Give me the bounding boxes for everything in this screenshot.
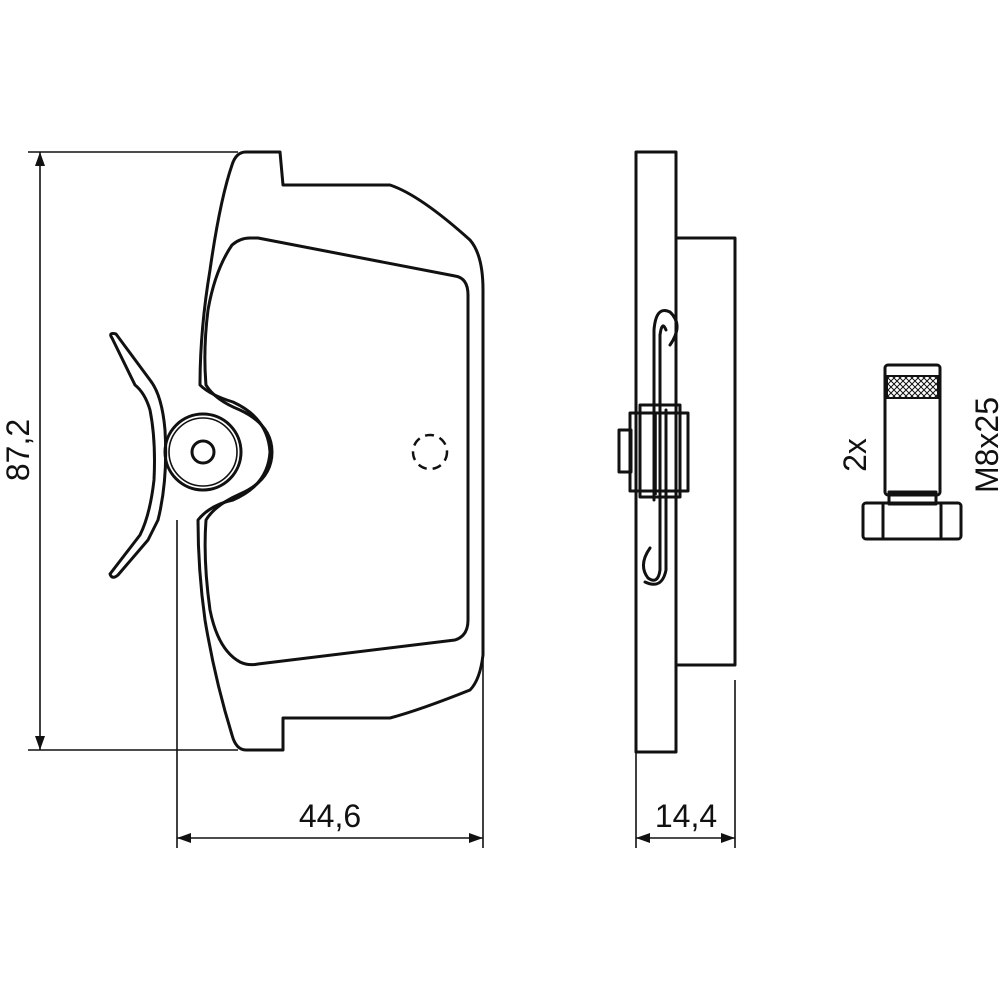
bolt-quantity-label: 2x: [837, 438, 873, 472]
side-pin-head: [617, 428, 633, 474]
side-friction-pad: [674, 236, 737, 667]
front-view: [108, 150, 485, 752]
width-dimension-label: 44,6: [299, 798, 361, 834]
bolt-head: [861, 501, 963, 541]
wear-indicator-dashed: [411, 433, 449, 471]
height-dimension-label: 87,2: [0, 419, 36, 481]
side-spring-bottom: [642, 408, 668, 586]
thickness-dimension-label: 14,4: [655, 798, 717, 834]
backing-plate-outline: [196, 150, 485, 752]
bolt-size-label: M8x25: [969, 397, 1000, 493]
bolt-drawing: [861, 363, 963, 541]
spring-clip: [108, 332, 168, 579]
side-view: [617, 150, 737, 754]
side-spring-top: [652, 309, 679, 502]
pin-hole: [190, 439, 216, 465]
clip-ring-inner: [168, 417, 238, 487]
clip-ring-outer: [163, 412, 243, 492]
bolt-knurl: [886, 375, 939, 399]
dimension-lines: [28, 151, 736, 848]
friction-pad-outline: [203, 236, 470, 667]
